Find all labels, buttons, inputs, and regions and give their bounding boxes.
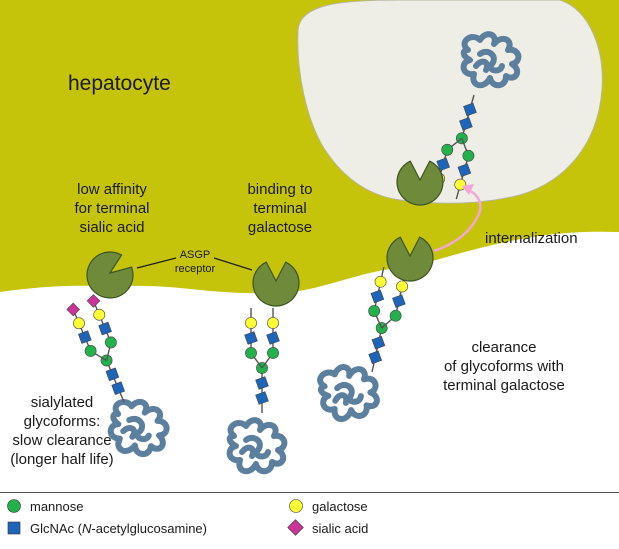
glcnac-residue <box>255 391 269 405</box>
receptor-pointer-right <box>213 257 253 271</box>
galactose-residue <box>267 317 279 329</box>
protein-backbone <box>126 415 152 443</box>
glycan-bond <box>371 327 383 373</box>
galactose-residue <box>73 317 85 330</box>
protein-backbone <box>477 48 505 74</box>
mannose-residue <box>267 347 279 359</box>
internalization-label: internalization <box>485 230 578 247</box>
protein-backbone <box>473 58 490 73</box>
clearance-label-line2: of glycoforms with <box>444 358 564 375</box>
galactose-legend-label: galactose <box>312 499 368 514</box>
asgp-receptor-right <box>386 236 434 282</box>
sialic-acid-residue <box>66 302 80 317</box>
sialylated-label-line1: sialylated <box>31 394 94 411</box>
receptor-label-line1: ASGP <box>180 249 211 261</box>
mannose-residue <box>462 149 475 162</box>
mannose-legend-icon <box>7 499 21 513</box>
endosome-vesicle <box>297 0 603 204</box>
glcnac-residue <box>244 331 258 345</box>
sialic-legend-label: sialic acid <box>312 521 368 536</box>
glcnac-legend-icon <box>7 521 21 535</box>
protein-backbone <box>243 434 271 460</box>
glcnac-residue <box>371 335 386 350</box>
binding-label-line2: terminal <box>253 200 306 217</box>
low-affinity-label-line1: low affinity <box>77 181 147 198</box>
receptor-pointer-left <box>136 257 177 269</box>
protein-backbone <box>334 382 364 405</box>
clearance-label-line1: clearance <box>471 339 536 356</box>
sialic-acid-residue <box>86 294 101 308</box>
glcnac-residue <box>457 163 472 177</box>
protein-backbone <box>332 392 350 406</box>
legend-canvas: mannose GlcNAc (N-acetylglucosamine) gal… <box>7 499 368 536</box>
mannose-legend-label: mannose <box>30 499 83 514</box>
galactose-residue <box>93 308 106 321</box>
mannose-residue <box>245 347 257 359</box>
hepatocyte-label: hepatocyte <box>68 72 171 95</box>
protein-backbone <box>120 425 138 440</box>
sialylated-label-line4: (longer half life) <box>10 451 113 468</box>
glcnac-residue <box>370 289 385 304</box>
legend: mannose GlcNAc (N-acetylglucosamine) gal… <box>0 492 619 544</box>
protein-backbone <box>107 398 170 458</box>
internalization-arrow <box>433 188 482 253</box>
glcnac-residue <box>459 117 473 131</box>
glcnac-residue <box>255 376 269 390</box>
glycan-bond <box>461 94 475 139</box>
mannose-residue <box>441 143 454 156</box>
protein-backbone <box>317 364 380 422</box>
sialylated-label-line2: glycoforms: <box>24 413 101 430</box>
asgp-receptor-middle <box>252 261 300 307</box>
galactose-residue <box>374 275 387 288</box>
internalization-arrowhead <box>462 184 474 195</box>
glcnac-residue <box>105 367 120 382</box>
mannose-residue <box>105 336 117 349</box>
mannose-residue <box>368 305 381 317</box>
protein-internalized <box>460 31 522 89</box>
binding-label-line3: galactose <box>248 219 312 236</box>
glcnac-residue <box>463 102 477 117</box>
mannose-residue <box>389 309 402 322</box>
low-affinity-label-line2: for terminal <box>74 200 149 217</box>
galactose-residue <box>245 317 257 329</box>
glcnac-legend-label: GlcNAc (N-acetylglucosamine) <box>30 521 207 536</box>
protein-backbone <box>239 444 256 459</box>
sialic-legend-icon <box>287 519 304 536</box>
asgp-receptor-left <box>86 251 134 299</box>
protein-sialylated <box>107 398 170 458</box>
glcnac-residue <box>266 331 280 345</box>
protein-binding <box>226 417 288 475</box>
sialylated-label-line3: slow clearance <box>12 432 111 449</box>
glcnac-residue <box>98 321 112 336</box>
low-affinity-label-line3: sialic acid <box>79 219 144 236</box>
binding-label-line1: binding to <box>247 181 312 198</box>
protein-backbone <box>460 31 522 89</box>
asgp-receptor-internalized <box>396 160 444 206</box>
galactose-residue <box>396 280 408 293</box>
protein-backbone <box>226 417 288 475</box>
glcnac-residue <box>78 330 92 344</box>
protein-clearance <box>317 364 380 422</box>
glcnac-residue <box>368 350 383 365</box>
receptor-label-line2: receptor <box>175 263 216 275</box>
galactose-legend-icon <box>289 499 303 513</box>
glcnac-residue <box>436 157 450 172</box>
mannose-residue <box>84 345 97 357</box>
glcnac-residue <box>111 381 125 395</box>
glcnac-residue <box>392 294 406 308</box>
glycan-bond <box>105 360 125 403</box>
clearance-label-line3: terminal galactose <box>443 377 565 394</box>
